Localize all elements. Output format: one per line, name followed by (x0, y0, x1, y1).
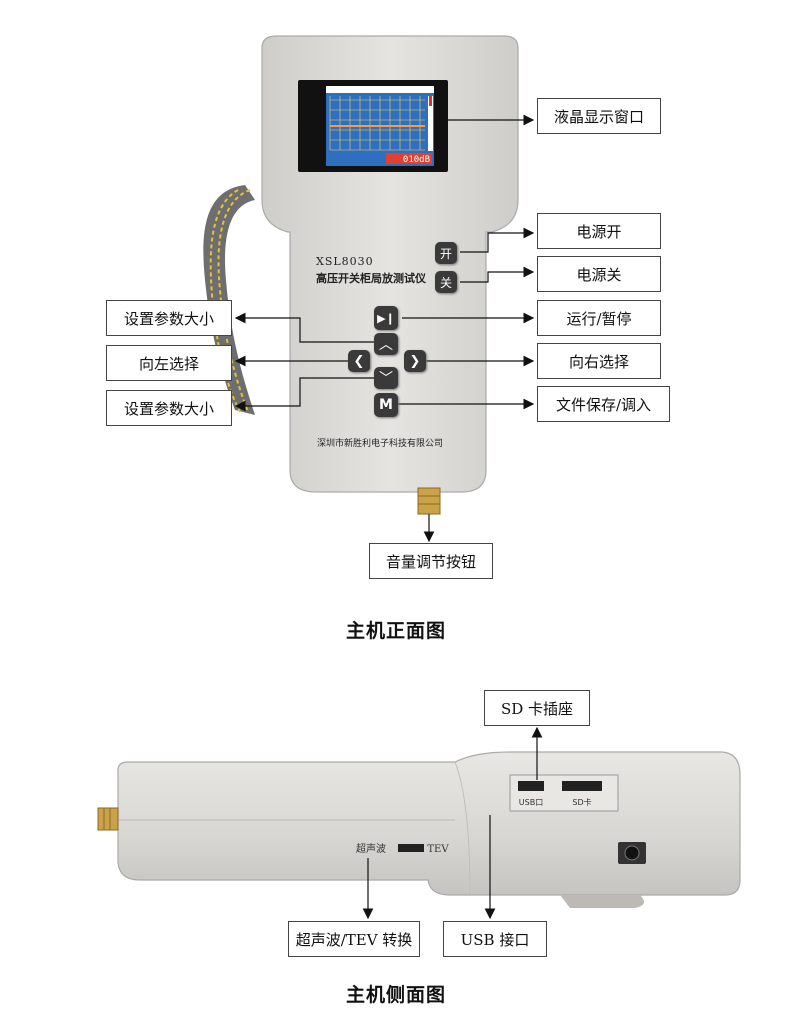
lcd-screen (326, 86, 434, 166)
switch-left-text: 超声波 (356, 842, 386, 855)
mode-button[interactable]: M (374, 393, 398, 417)
label-switch: 超声波/TEV 转换 (288, 921, 420, 957)
label-run-pause: 运行/暂停 (537, 300, 661, 336)
label-set-param-up: 设置参数大小 (106, 300, 232, 336)
label-left-select: 向左选择 (106, 345, 232, 381)
label-power-on: 电源开 (537, 213, 661, 249)
device-model: XSL8030 (316, 255, 374, 268)
label-file: 文件保存/调入 (537, 386, 670, 422)
label-usb: USB 接口 (443, 921, 547, 957)
headphone-jack[interactable] (618, 842, 646, 864)
chevron-up-icon: ︿ (379, 337, 393, 353)
device-name: 高压开关柜局放测试仪 (316, 272, 426, 285)
power-on-button[interactable]: 开 (435, 242, 457, 264)
switch-right-text: TEV (427, 844, 449, 855)
label-set-param-down: 设置参数大小 (106, 390, 232, 426)
right-button[interactable]: ❯ (404, 350, 426, 372)
usb-port-text: USB口 (519, 798, 543, 807)
volume-knob[interactable] (417, 487, 441, 515)
chevron-left-icon: ❮ (353, 353, 365, 369)
power-off-button[interactable]: 关 (435, 271, 457, 293)
sd-port-text: SD卡 (572, 797, 591, 807)
label-volume: 音量调节按钮 (369, 543, 493, 579)
label-power-off: 电源关 (537, 256, 661, 292)
run-pause-button[interactable]: ▶❙ (374, 306, 398, 330)
usb-port[interactable] (518, 781, 544, 791)
label-lcd: 液晶显示窗口 (537, 98, 661, 134)
label-sd-slot: SD 卡插座 (484, 690, 590, 726)
down-button[interactable]: ﹀ (374, 367, 398, 389)
front-caption: 主机正面图 (346, 620, 447, 642)
mode-switch[interactable] (398, 844, 424, 852)
play-pause-icon: ▶❙ (377, 311, 395, 325)
device-body-side (117, 751, 741, 908)
chevron-down-icon: ﹀ (379, 371, 393, 387)
company-name: 深圳市新胜利电子科技有限公司 (317, 439, 444, 449)
label-right-select: 向右选择 (537, 343, 661, 379)
chevron-right-icon: ❯ (409, 353, 421, 369)
side-caption: 主机侧面图 (346, 984, 447, 1006)
sd-slot[interactable] (562, 781, 602, 791)
up-button[interactable]: ︿ (374, 333, 398, 355)
side-connector (97, 807, 119, 831)
lcd-reading: 010dB (403, 155, 430, 165)
left-button[interactable]: ❮ (348, 350, 370, 372)
strap (203, 185, 255, 415)
